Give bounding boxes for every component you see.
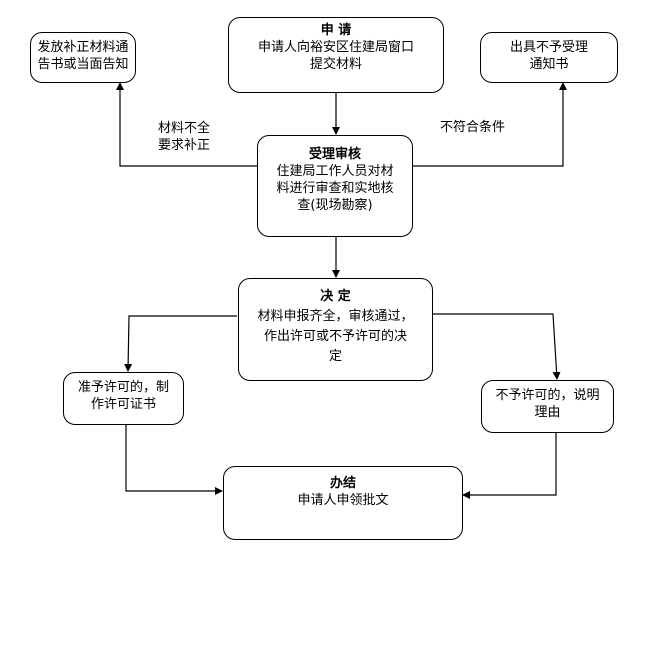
node-decide: 决 定 材料申报齐全，审核通过， 作出许可或不予许可的决 定 <box>238 278 433 381</box>
node-text: 发放补正材料通 <box>37 40 129 55</box>
node-review: 受理审核 住建局工作人员对材 料进行审查和实地核 查(现场勘察) <box>257 135 413 237</box>
node-text: 理由 <box>534 405 561 420</box>
node-approve: 准予许可的，制 作许可证书 <box>63 372 184 425</box>
node-text: 提交材料 <box>309 57 362 72</box>
node-text: 出具不予受理 <box>509 40 588 55</box>
edge-decide-approve <box>124 315 237 372</box>
node-title: 决 定 <box>320 289 351 304</box>
node-text: 通知书 <box>529 57 569 72</box>
node-text: 申请人向裕安区住建局窗口 <box>257 40 414 55</box>
node-text: 告书或当面告知 <box>37 57 129 72</box>
label-not-qualified: 不符合条件 <box>440 120 506 135</box>
node-text: 材料申报齐全，审核通过， <box>257 309 414 324</box>
edge-review-supplement <box>116 82 257 167</box>
node-text: 查(现场勘察) <box>297 198 373 213</box>
edge-deny-finish <box>462 432 557 499</box>
node-text: 定 <box>328 349 342 364</box>
node-reject-notice: 出具不予受理 通知书 <box>480 32 618 83</box>
node-text: 准予许可的，制 <box>77 380 169 395</box>
edge-review-reject <box>412 82 567 167</box>
label-line: 材料不全 <box>158 121 211 136</box>
node-title: 受理审核 <box>308 147 361 162</box>
node-apply: 申 请 申请人向裕安区住建局窗口 提交材料 <box>228 17 444 93</box>
node-finish: 办结 申请人申领批文 <box>223 466 463 540</box>
edge-decide-deny <box>433 313 561 380</box>
node-text: 料进行审查和实地核 <box>276 181 394 196</box>
node-supplement: 发放补正材料通 告书或当面告知 <box>30 32 136 83</box>
node-title: 申 请 <box>320 23 352 38</box>
label-line: 要求补正 <box>158 138 211 153</box>
node-text: 作许可证书 <box>90 397 156 412</box>
node-text: 作出许可或不予许可的决 <box>263 329 407 344</box>
node-title: 办结 <box>329 476 356 491</box>
node-text: 住建局工作人员对材 <box>276 164 394 179</box>
node-deny: 不予许可的，说明 理由 <box>481 380 614 433</box>
node-text: 申请人申领批文 <box>297 493 389 508</box>
label-incomplete: 材料不全 要求补正 <box>158 120 210 154</box>
edge-approve-finish <box>125 424 223 495</box>
node-text: 不予许可的，说明 <box>495 388 600 403</box>
